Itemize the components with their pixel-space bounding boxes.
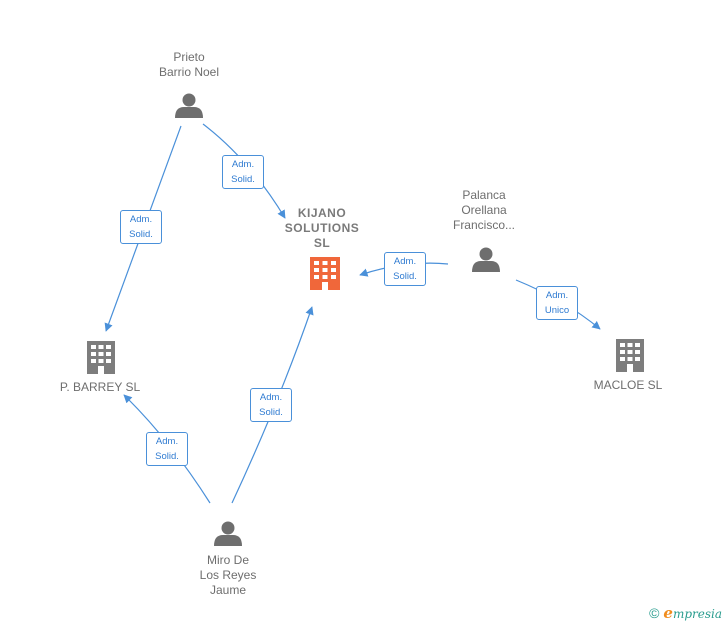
node-label-macloe[interactable]: MACLOE SL — [593, 378, 663, 392]
copyright-icon: © — [649, 605, 660, 621]
person-icon[interactable] — [472, 247, 500, 273]
edge-label-prieto-kijano: Adm. Solid. — [222, 155, 264, 189]
person-icon[interactable] — [175, 93, 203, 119]
node-label-kijano[interactable]: KIJANO SOLUTIONS SL — [284, 206, 360, 250]
node-label-miro[interactable]: Miro De Los Reyes Jaume — [199, 553, 257, 597]
edge-label-palanca-macloe: Adm. Unico — [536, 286, 578, 320]
edge-label-miro-kijano: Adm. Solid. — [250, 388, 292, 422]
person-icon[interactable] — [214, 521, 242, 547]
edge-label-prieto-barrey: Adm. Solid. — [120, 210, 162, 244]
node-label-palanca[interactable]: Palanca Orellana Francisco... — [452, 188, 515, 232]
building-icon[interactable] — [616, 339, 644, 372]
brand-logo[interactable]: empresia — [663, 604, 722, 622]
building-icon[interactable] — [310, 257, 340, 290]
node-label-prieto[interactable]: Prieto Barrio Noel — [158, 50, 220, 79]
node-label-barrey[interactable]: P. BARREY SL — [59, 380, 141, 394]
footer-brand: © empresia — [649, 604, 722, 622]
edge-label-palanca-kijano: Adm. Solid. — [384, 252, 426, 286]
edge-label-miro-barrey: Adm. Solid. — [146, 432, 188, 466]
building-icon[interactable] — [87, 341, 115, 374]
